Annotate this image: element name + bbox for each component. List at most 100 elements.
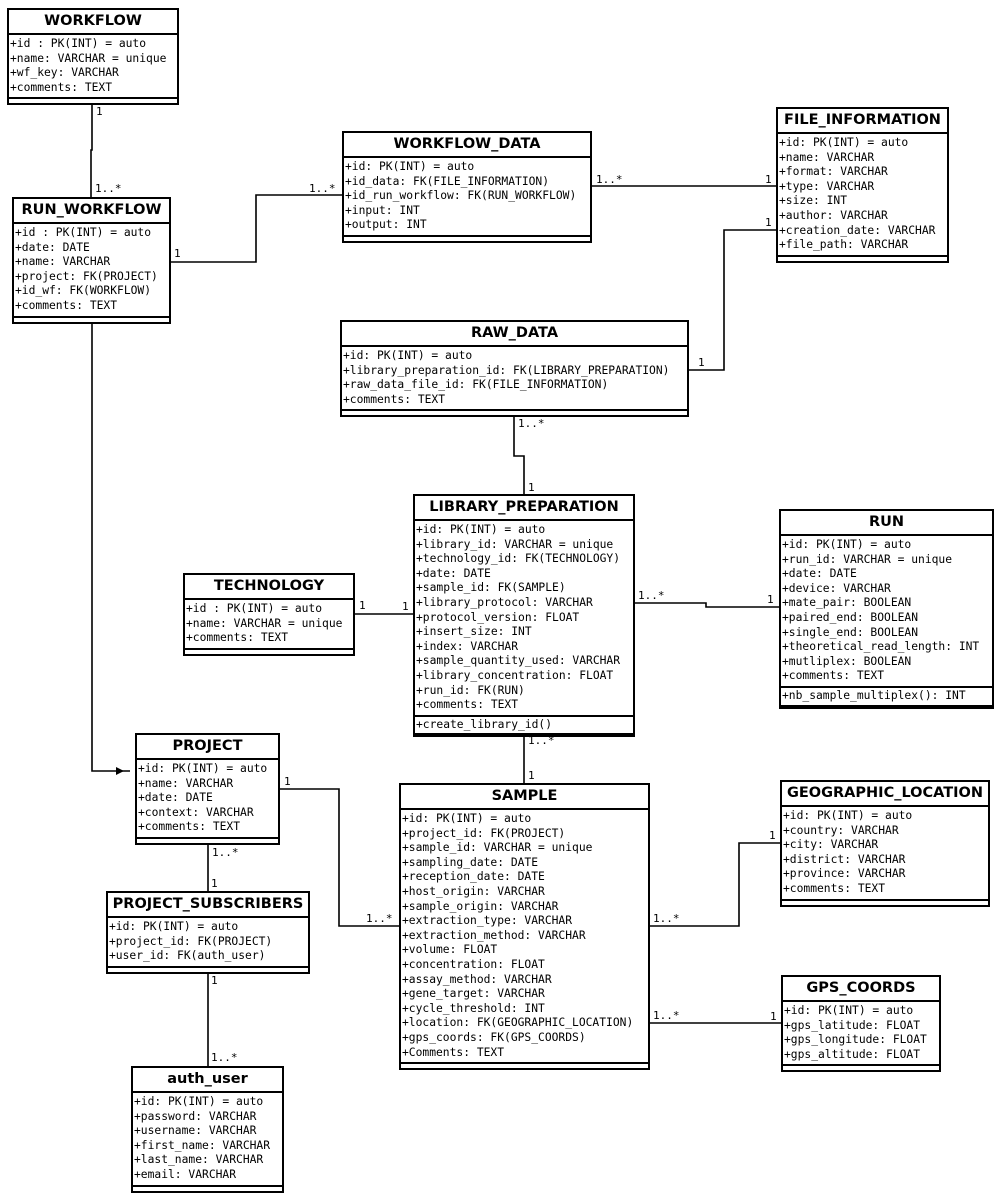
- multiplicity-label: 1: [211, 974, 218, 987]
- arrowhead-icon: [116, 767, 124, 775]
- class-title: RUN_WORKFLOW: [14, 199, 169, 224]
- attribute-row: +date: DATE: [15, 240, 90, 254]
- attribute-row: +cycle_threshold: INT: [402, 1001, 545, 1015]
- attribute-row: +library_protocol: VARCHAR: [416, 595, 593, 609]
- attribute-row: +sample_quantity_used: VARCHAR: [416, 654, 621, 668]
- relation-line-workflow-run-workflow: [90, 104, 93, 197]
- attribute-row: +run_id: FK(RUN): [416, 683, 525, 697]
- class-box-auth-user[interactable]: auth_user+id: PK(INT) = auto+password: V…: [131, 1066, 284, 1193]
- attribute-row: +district: VARCHAR: [783, 852, 906, 866]
- class-box-workflow[interactable]: WORKFLOW+id : PK(INT) = auto+name: VARCH…: [7, 8, 179, 106]
- operation-row: +nb_sample_multiplex(): INT: [782, 688, 966, 702]
- attribute-row: +first_name: VARCHAR: [134, 1138, 271, 1152]
- class-title: RUN: [781, 511, 992, 536]
- operation-compartment: [14, 318, 169, 322]
- attribute-row: +id: PK(INT) = auto: [343, 349, 473, 362]
- attribute-row: +name: VARCHAR: [15, 255, 111, 269]
- attribute-row: +output: INT: [345, 218, 427, 232]
- attribute-row: +sampling_date: DATE: [402, 855, 539, 869]
- attribute-row: +name: VARCHAR: [779, 150, 875, 164]
- attribute-row: +date: DATE: [782, 567, 857, 581]
- relation-line-project-sample: [280, 788, 399, 927]
- class-box-sample[interactable]: SAMPLE+id: PK(INT) = auto+project_id: FK…: [399, 783, 650, 1071]
- attribute-row: +gps_longitude: FLOAT: [784, 1033, 927, 1047]
- class-box-project[interactable]: PROJECT+id: PK(INT) = auto+name: VARCHAR…: [135, 733, 280, 845]
- multiplicity-label: 1: [769, 829, 776, 842]
- class-box-project-subscribers[interactable]: PROJECT_SUBSCRIBERS+id: PK(INT) = auto+p…: [106, 891, 310, 974]
- attribute-compartment: +id : PK(INT) = auto+name: VARCHAR = uni…: [185, 600, 353, 650]
- class-box-gps-coords[interactable]: GPS_COORDS+id: PK(INT) = auto+gps_latitu…: [781, 975, 941, 1073]
- attribute-compartment: +id: PK(INT) = auto+library_id: VARCHAR …: [415, 521, 633, 717]
- attribute-row: +author: VARCHAR: [779, 208, 888, 222]
- multiplicity-label: 1..*: [518, 417, 545, 430]
- attribute-compartment: +id: PK(INT) = auto+gps_latitude: FLOAT+…: [783, 1002, 939, 1067]
- attribute-row: +email: VARCHAR: [134, 1167, 237, 1181]
- attribute-row: +name: VARCHAR = unique: [186, 616, 343, 630]
- attribute-row: +id: PK(INT) = auto: [779, 136, 909, 149]
- attribute-row: +name: VARCHAR = unique: [10, 51, 167, 65]
- attribute-compartment: +id: PK(INT) = auto+name: VARCHAR+format…: [778, 134, 947, 257]
- multiplicity-label: 1: [765, 216, 772, 229]
- multiplicity-label: 1..*: [653, 912, 680, 925]
- class-box-workflow-data[interactable]: WORKFLOW_DATA+id: PK(INT) = auto+id_data…: [342, 131, 592, 243]
- multiplicity-label: 1: [96, 105, 103, 118]
- relation-line-raw-data-file-information: [689, 229, 776, 371]
- attribute-row: +comments: TEXT: [186, 631, 289, 645]
- attribute-row: +id : PK(INT) = auto: [10, 37, 147, 50]
- attribute-row: +gps_altitude: FLOAT: [784, 1047, 921, 1061]
- attribute-row: +raw_data_file_id: FK(FILE_INFORMATION): [343, 378, 609, 392]
- attribute-row: +run_id: VARCHAR = unique: [782, 552, 953, 566]
- class-box-geographic-location[interactable]: GEOGRAPHIC_LOCATION+id: PK(INT) = auto+c…: [780, 780, 990, 907]
- class-title: auth_user: [133, 1068, 282, 1093]
- attribute-row: +location: FK(GEOGRAPHIC_LOCATION): [402, 1016, 634, 1030]
- attribute-row: +size: INT: [779, 194, 848, 208]
- multiplicity-label: 1..*: [596, 173, 623, 186]
- class-box-raw-data[interactable]: RAW_DATA+id: PK(INT) = auto+library_prep…: [340, 320, 689, 418]
- attribute-compartment: +id : PK(INT) = auto+name: VARCHAR = uni…: [9, 35, 177, 100]
- attribute-row: +province: VARCHAR: [783, 867, 906, 881]
- multiplicity-label: 1: [698, 356, 705, 369]
- class-box-library-preparation[interactable]: LIBRARY_PREPARATION+id: PK(INT) = auto+l…: [413, 494, 635, 738]
- operation-row: +create_library_id(): [416, 717, 553, 731]
- multiplicity-label: 1: [528, 481, 535, 494]
- multiplicity-label: 1: [767, 593, 774, 606]
- multiplicity-label: 1: [211, 877, 218, 890]
- attribute-row: +country: VARCHAR: [783, 823, 899, 837]
- multiplicity-label: 1..*: [95, 182, 122, 195]
- class-box-run-workflow[interactable]: RUN_WORKFLOW+id : PK(INT) = auto+date: D…: [12, 197, 171, 324]
- relation-line-sample-geographic-location: [650, 842, 780, 927]
- attribute-row: +id_wf: FK(WORKFLOW): [15, 284, 152, 298]
- attribute-row: +context: VARCHAR: [138, 805, 254, 819]
- operation-compartment: [9, 99, 177, 103]
- multiplicity-label: 1..*: [366, 912, 393, 925]
- attribute-row: +id : PK(INT) = auto: [186, 602, 323, 615]
- class-title: FILE_INFORMATION: [778, 109, 947, 134]
- relation-line-run-workflow-project: [91, 322, 130, 772]
- class-box-file-information[interactable]: FILE_INFORMATION+id: PK(INT) = auto+name…: [776, 107, 949, 263]
- attribute-row: +type: VARCHAR: [779, 179, 875, 193]
- operation-compartment: [344, 237, 590, 241]
- class-box-technology[interactable]: TECHNOLOGY+id : PK(INT) = auto+name: VAR…: [183, 573, 355, 656]
- attribute-compartment: +id: PK(INT) = auto+library_preparation_…: [342, 347, 687, 412]
- attribute-row: +username: VARCHAR: [134, 1124, 257, 1138]
- operation-compartment: [133, 1187, 282, 1191]
- multiplicity-label: 1..*: [638, 589, 665, 602]
- attribute-row: +library_preparation_id: FK(LIBRARY_PREP…: [343, 363, 670, 377]
- attribute-row: +id: PK(INT) = auto: [784, 1004, 914, 1017]
- operation-compartment: [401, 1064, 648, 1068]
- relation-line-library-preparation-run: [635, 602, 779, 608]
- attribute-row: +extraction_type: VARCHAR: [402, 914, 573, 928]
- class-box-run[interactable]: RUN+id: PK(INT) = auto+run_id: VARCHAR =…: [779, 509, 994, 709]
- attribute-row: +reception_date: DATE: [402, 870, 545, 884]
- operation-compartment: [783, 1066, 939, 1070]
- attribute-row: +date: DATE: [416, 566, 491, 580]
- operation-compartment: [137, 839, 278, 843]
- attribute-row: +library_id: VARCHAR = unique: [416, 537, 614, 551]
- operation-compartment: [782, 901, 988, 905]
- attribute-compartment: +id: PK(INT) = auto+run_id: VARCHAR = un…: [781, 536, 992, 688]
- attribute-row: +password: VARCHAR: [134, 1109, 257, 1123]
- class-title: WORKFLOW: [9, 10, 177, 35]
- attribute-row: +sample_id: FK(SAMPLE): [416, 581, 566, 595]
- attribute-row: +id: PK(INT) = auto: [783, 809, 913, 822]
